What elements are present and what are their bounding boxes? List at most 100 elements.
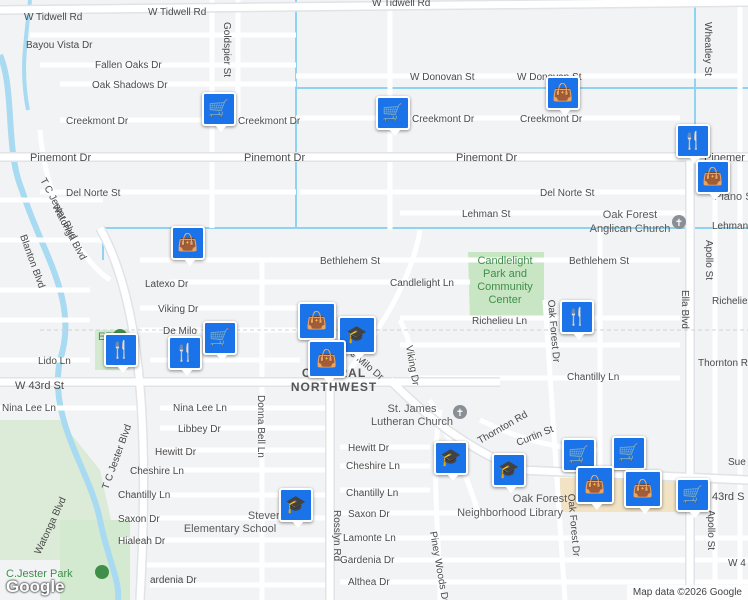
street-label: Lamonte Ln	[343, 533, 396, 544]
street-label: Del Norte St	[66, 188, 121, 199]
street-label: Creekmont Dr	[412, 114, 475, 125]
street-label: Hewitt Dr	[155, 447, 197, 458]
church-label: St. James	[388, 403, 437, 415]
street-label: Lehman St	[462, 209, 511, 220]
street-label: Sue	[728, 457, 746, 468]
street-label: Pinemont Dr	[456, 152, 517, 164]
street-label: Hewitt Dr	[348, 443, 390, 454]
street-label: Hialeah Dr	[118, 536, 166, 547]
school-icon[interactable]: 🎓	[492, 453, 526, 493]
street-label: W 4	[728, 558, 746, 569]
street-label: Nina Lee Ln	[173, 403, 227, 414]
restaurant-icon[interactable]: 🍴	[560, 300, 594, 340]
school-label: Steven	[248, 510, 282, 522]
street-label: Creekmont Dr	[238, 116, 301, 127]
map-attribution: Map data ©2026 Google	[626, 585, 748, 600]
street-label: Bayou Vista Dr	[26, 40, 93, 51]
street-label: W Tidwell Rd	[148, 7, 206, 18]
street-label: Pinemont Dr	[244, 152, 305, 164]
street-label: Chantilly Ln	[118, 490, 170, 501]
school-icon[interactable]: 🎓	[434, 441, 468, 481]
street-label: Richelieu Ln	[472, 316, 527, 327]
street-label: Bethlehem St	[320, 256, 380, 267]
street-label: Creekmont Dr	[520, 114, 583, 125]
church-label: Oak Forest	[603, 209, 657, 221]
street-label: Fallen Oaks Dr	[95, 60, 162, 71]
church-icon	[672, 215, 686, 229]
street-label: Cheshire Ln	[130, 466, 184, 477]
shopping-bag-icon[interactable]: 👜	[624, 470, 662, 514]
street-label: Apollo St	[703, 240, 714, 280]
street-label: 43rd S	[712, 491, 744, 503]
street-label: W Donovan St	[410, 72, 475, 83]
park-label: Center	[488, 294, 521, 306]
restaurant-icon[interactable]: 🍴	[676, 124, 710, 164]
church-label: Anglican Church	[590, 223, 671, 235]
park-icon	[95, 565, 109, 579]
street-label: De Milo	[163, 326, 197, 337]
street-label: Richelieu	[712, 296, 748, 307]
park-label: Community	[477, 281, 533, 293]
street-label: Chantilly Ln	[567, 372, 619, 383]
street-label: Donna Bell Ln	[255, 395, 266, 458]
street-label: Oak Shadows Dr	[92, 80, 168, 91]
street-label: Pinemont Dr	[30, 152, 91, 164]
school-label: Elementary School	[184, 523, 276, 535]
shopping-cart-icon[interactable]: 🛒	[612, 436, 646, 476]
street-label: W 43rd St	[15, 380, 64, 392]
street-label: Thornton Ro	[698, 358, 748, 369]
school-icon[interactable]: 🎓	[279, 488, 313, 528]
street-label: Creekmont Dr	[66, 116, 129, 127]
shopping-cart-icon[interactable]: 🛒	[203, 321, 237, 361]
park-label: C.Jester Park	[6, 568, 73, 580]
svg-text:✝: ✝	[456, 408, 464, 419]
area-label: NORTHWEST	[291, 380, 377, 394]
street-label: Candlelight Ln	[390, 278, 454, 289]
google-logo: Google	[6, 577, 65, 596]
street-label: Bethlehem St	[569, 256, 629, 267]
shopping-bag-icon[interactable]: 👜	[546, 76, 580, 116]
park-label: Candlelight	[477, 255, 532, 267]
shopping-bag-icon[interactable]: 👜	[298, 302, 336, 346]
park-label: Park and	[483, 268, 527, 280]
street-label: Goldspier St	[221, 22, 232, 77]
svg-text:✝: ✝	[675, 218, 683, 229]
street-label: Libbey Dr	[178, 424, 221, 435]
street-label: Lido Ln	[38, 356, 71, 367]
shopping-bag-icon[interactable]: 👜	[308, 340, 346, 384]
street-label: Latexo Dr	[145, 279, 189, 290]
shopping-bag-icon[interactable]: 👜	[576, 466, 614, 510]
street-label: W Tidwell Rd	[24, 12, 82, 23]
shopping-bag-icon[interactable]: 👜	[171, 226, 205, 266]
street-label: Wheatley St	[702, 22, 713, 76]
shopping-cart-icon[interactable]: 🛒	[376, 96, 410, 136]
church-label: Lutheran Church	[371, 416, 453, 428]
street-label: Nina Lee Ln	[2, 403, 56, 414]
shopping-bag-icon[interactable]: 👜	[696, 160, 730, 200]
restaurant-icon[interactable]: 🍴	[168, 336, 202, 376]
shopping-cart-icon[interactable]: 🛒	[202, 92, 236, 132]
tc-jester-park-area	[60, 520, 130, 600]
street-label: Saxon Dr	[348, 509, 390, 520]
street-label: Saxon Dr	[118, 514, 160, 525]
street-label: Apollo St	[705, 510, 716, 550]
street-label: Lehman	[712, 221, 748, 232]
street-label: Chantilly Ln	[346, 488, 398, 499]
candlelight-park-area	[468, 252, 544, 320]
street-label: Gardenia Dr	[340, 555, 395, 566]
shopping-cart-icon[interactable]: 🛒	[676, 478, 710, 518]
street-label: Althea Dr	[348, 577, 390, 588]
restaurant-icon[interactable]: 🍴	[104, 333, 138, 373]
street-label: ardenia Dr	[150, 575, 197, 586]
street-label: Del Norte St	[540, 188, 595, 199]
street-label: Viking Dr	[158, 304, 199, 315]
library-label: Oak Forest	[513, 493, 567, 505]
poi-label: Piano Stu	[714, 191, 748, 203]
street-label: Rosslyn Rd	[331, 510, 342, 561]
street-label: W Tidwell Rd	[372, 0, 430, 9]
street-label: Cheshire Ln	[346, 461, 400, 472]
library-label: Neighborhood Library	[457, 507, 563, 519]
